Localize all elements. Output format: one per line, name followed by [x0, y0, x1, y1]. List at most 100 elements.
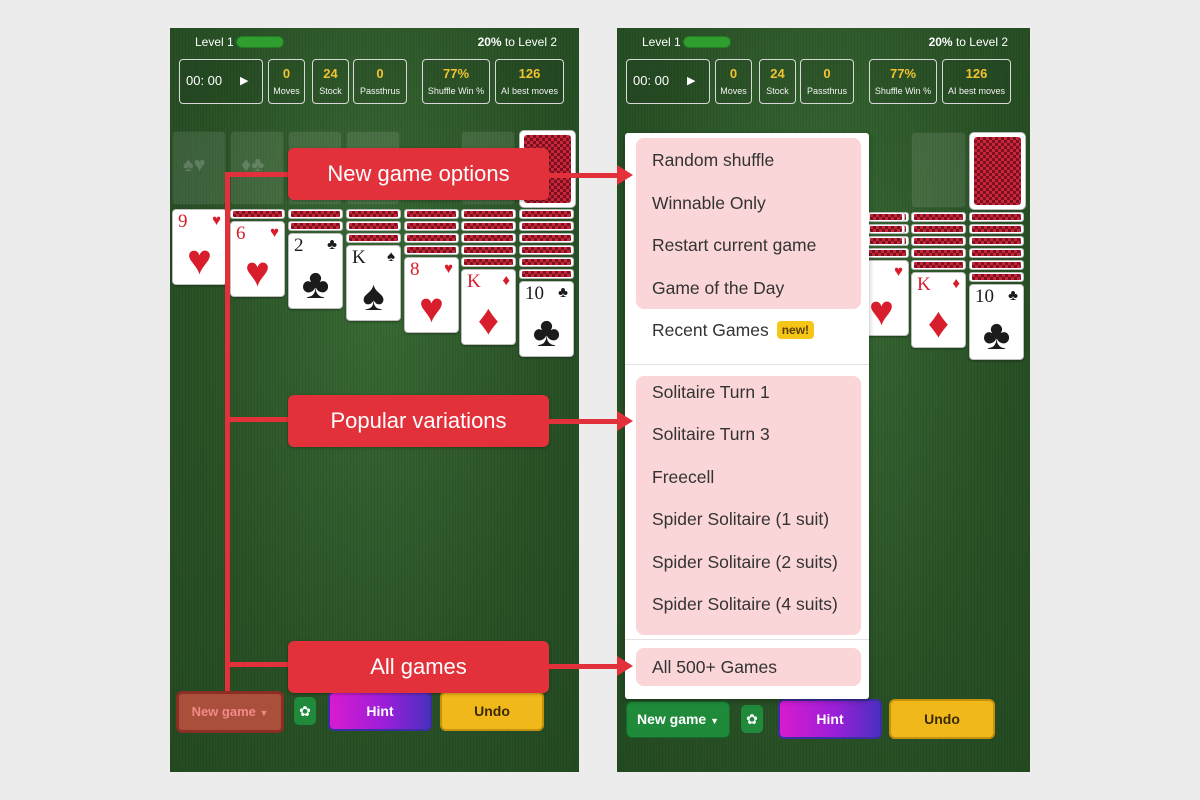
face-down-card: [404, 245, 459, 255]
new-game-options-group: [636, 138, 861, 309]
card-rank: 6: [236, 223, 246, 244]
callout-new-game-options: New game options: [288, 148, 549, 200]
arrow-line: [549, 419, 619, 424]
all-games-group: [636, 648, 861, 686]
playing-card[interactable]: 10♣♣: [519, 281, 574, 357]
card-suit-icon: ♥: [444, 260, 453, 277]
new-badge: new!: [776, 321, 815, 339]
arrow-line: [549, 173, 619, 178]
card-suit-icon: ♥: [894, 263, 903, 280]
arrow-right-icon: [617, 165, 633, 185]
face-down-card: [461, 257, 516, 267]
card-suit-icon: ♥: [245, 248, 270, 295]
caret-down-icon: ▼: [259, 708, 269, 718]
level-progress-bar: [236, 36, 284, 48]
card-suit-icon: ♦: [502, 272, 510, 289]
card-suit-icon: ♣: [558, 284, 568, 301]
playing-card[interactable]: K♦♦: [911, 272, 966, 348]
face-down-card: [461, 209, 516, 219]
card-suit-icon: ♥: [419, 284, 444, 331]
hint-button[interactable]: Hint: [328, 691, 432, 731]
timer-value: 00: 00: [186, 73, 223, 88]
timer-box[interactable]: 00: 00 ▶: [626, 59, 710, 104]
settings-gear-icon[interactable]: ✿: [741, 705, 763, 733]
face-down-card: [519, 269, 574, 279]
card-rank: 2: [294, 235, 304, 256]
new-game-button[interactable]: New game ▼: [176, 691, 284, 733]
playing-card[interactable]: 8♥♥: [404, 257, 459, 333]
playing-card[interactable]: K♦♦: [461, 269, 516, 345]
face-down-card: [911, 260, 966, 270]
foundation-slot[interactable]: ♠♥: [172, 131, 226, 205]
playing-card[interactable]: 2 ♣ ♣: [288, 233, 343, 309]
foundation-slot[interactable]: ♦♣: [230, 131, 284, 205]
face-down-card: [969, 224, 1024, 234]
connector-line: [225, 417, 289, 422]
menu-item-solitaire-turn-3[interactable]: Solitaire Turn 3: [652, 424, 770, 444]
card-rank: K: [352, 247, 366, 268]
menu-item-spider-4-suits[interactable]: Spider Solitaire (4 suits): [652, 594, 838, 614]
stock-pile[interactable]: [969, 132, 1026, 210]
face-down-card: [867, 236, 905, 246]
face-down-card: [346, 209, 401, 219]
playing-card[interactable]: 9♥♥: [172, 209, 227, 285]
callout-all-games: All games: [288, 641, 549, 693]
connector-line: [225, 662, 289, 667]
connector-line: [225, 172, 289, 177]
menu-item-spider-1-suit[interactable]: Spider Solitaire (1 suit): [652, 509, 830, 529]
card-rank: K: [917, 274, 931, 295]
card-suit-icon: ♦: [952, 275, 960, 292]
card-suit-icon: ♣: [301, 260, 330, 307]
face-down-card: [969, 260, 1024, 270]
menu-item-spider-2-suits[interactable]: Spider Solitaire (2 suits): [652, 552, 838, 572]
level-progress-bar: [683, 36, 731, 48]
menu-item-winnable-only[interactable]: Winnable Only: [652, 193, 766, 213]
hint-button[interactable]: Hint: [778, 699, 882, 739]
play-icon[interactable]: ▶: [240, 75, 249, 87]
popular-variations-group: [636, 376, 861, 635]
face-down-card: [404, 233, 459, 243]
face-down-card: [867, 224, 905, 234]
face-down-card: [911, 248, 966, 258]
callout-popular-variations: Popular variations: [288, 395, 549, 447]
card-suit-icon: ♠: [387, 248, 395, 265]
face-down-card: [346, 233, 401, 243]
card-suit-icon: ♥: [869, 287, 894, 334]
menu-item-restart-current-game[interactable]: Restart current game: [652, 235, 817, 255]
menu-item-random-shuffle[interactable]: Random shuffle: [652, 150, 775, 170]
menu-item-solitaire-turn-1[interactable]: Solitaire Turn 1: [652, 382, 770, 402]
playing-card[interactable]: 6 ♥♥: [230, 221, 285, 297]
suit-placeholder-icon: ♦♣: [241, 154, 265, 176]
card-rank: 10: [975, 286, 994, 307]
caret-down-icon: ▼: [710, 716, 720, 726]
menu-item-all-games[interactable]: All 500+ Games: [652, 657, 777, 677]
face-down-card: [519, 221, 574, 231]
undo-button[interactable]: Undo: [889, 699, 995, 739]
timer-box[interactable]: 00: 00 ▶: [179, 59, 263, 104]
card-rank: K: [467, 271, 481, 292]
menu-item-freecell[interactable]: Freecell: [652, 467, 715, 487]
face-down-card: [288, 221, 343, 231]
face-down-card: [461, 233, 516, 243]
playing-card[interactable]: K ♠♠: [346, 245, 401, 321]
new-game-button[interactable]: New game ▼: [626, 701, 730, 738]
settings-gear-icon[interactable]: ✿: [294, 697, 316, 725]
playing-card[interactable]: 10♣♣: [969, 284, 1024, 360]
card-suit-icon: ♣: [327, 236, 337, 253]
play-icon[interactable]: ▶: [687, 75, 696, 87]
level-label: Level 1: [195, 35, 234, 49]
level-progress-text: 20% to Level 2: [477, 35, 557, 49]
new-game-dropdown-menu: Random shuffle Winnable Only Restart cur…: [625, 133, 869, 699]
menu-item-game-of-the-day[interactable]: Game of the Day: [652, 278, 785, 298]
waste-slot[interactable]: [911, 132, 966, 208]
card-suit-icon: ♥: [270, 224, 279, 241]
card-suit-icon: ♠: [362, 272, 385, 319]
face-down-card: [969, 236, 1024, 246]
undo-button[interactable]: Undo: [440, 691, 544, 731]
